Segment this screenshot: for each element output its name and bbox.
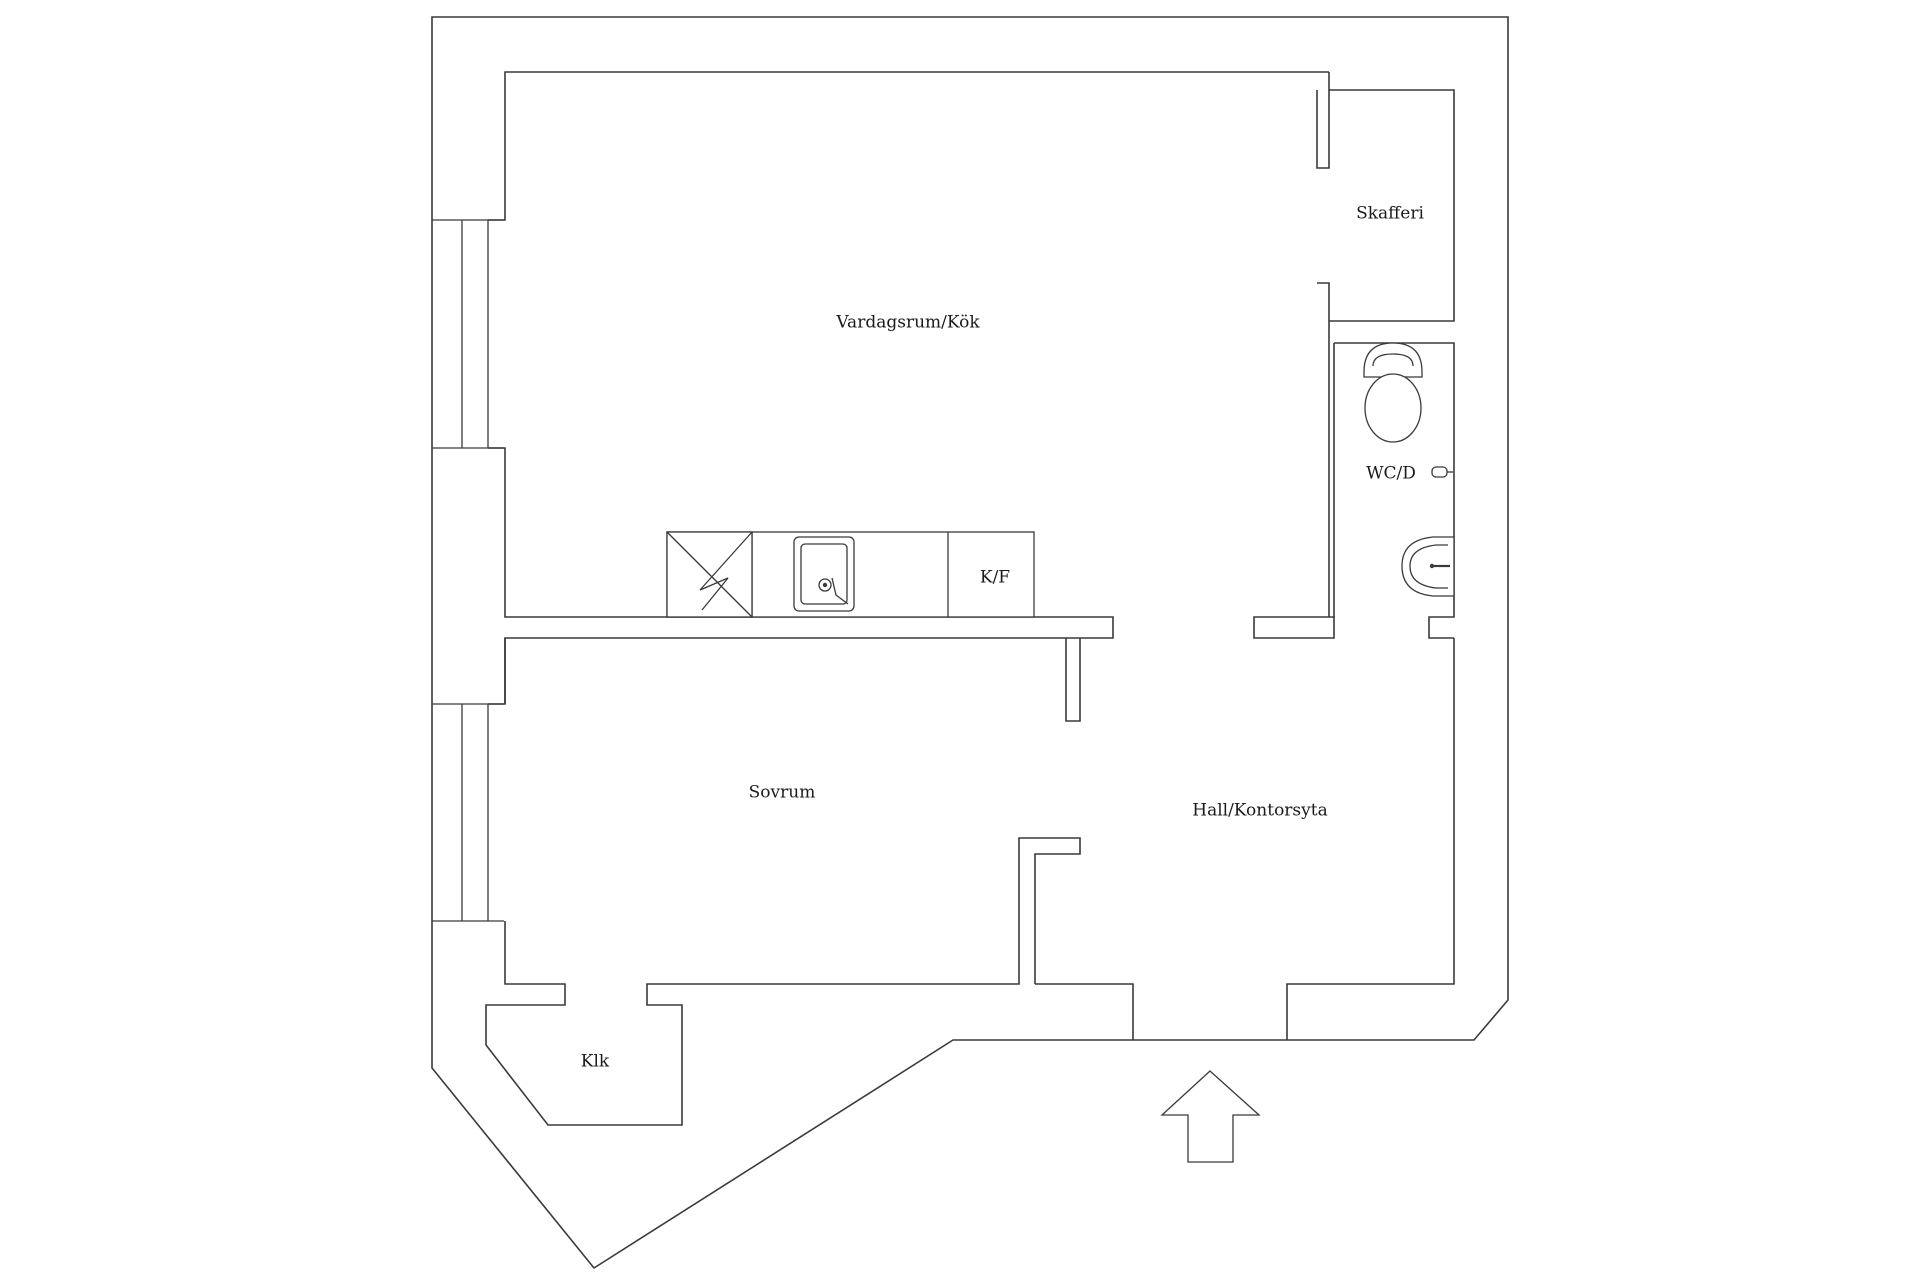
living-kitchen-label: Vardagsrum/Kök: [835, 313, 980, 333]
toilet-icon: [1363, 342, 1423, 443]
bedroom-partition-stub: [1065, 638, 1081, 722]
window-lower: [432, 703, 504, 922]
closet-label: Klk: [581, 1052, 610, 1072]
entrance-arrow-icon: [1160, 1070, 1261, 1163]
washbasin-icon: [1401, 536, 1455, 597]
toilet-paper-icon: [1431, 466, 1453, 478]
hall-wall: [1035, 638, 1455, 1040]
window-upper: [432, 219, 504, 449]
sink-icon: [793, 536, 855, 612]
outer-wall: [431, 16, 1509, 1270]
wc-wall: [1333, 342, 1455, 639]
wc-label: WC/D: [1366, 464, 1416, 484]
pantry-wall: [1329, 89, 1455, 322]
stove-icon: [666, 531, 753, 618]
bedroom-wall: [485, 638, 1081, 1126]
fridge-freezer-label: K/F: [980, 568, 1010, 588]
living-room-right-wall: [1253, 72, 1335, 639]
pantry-label: Skafferi: [1356, 204, 1424, 224]
hall-label: Hall/Kontorsyta: [1192, 801, 1327, 821]
bedroom-label: Sovrum: [749, 783, 816, 803]
